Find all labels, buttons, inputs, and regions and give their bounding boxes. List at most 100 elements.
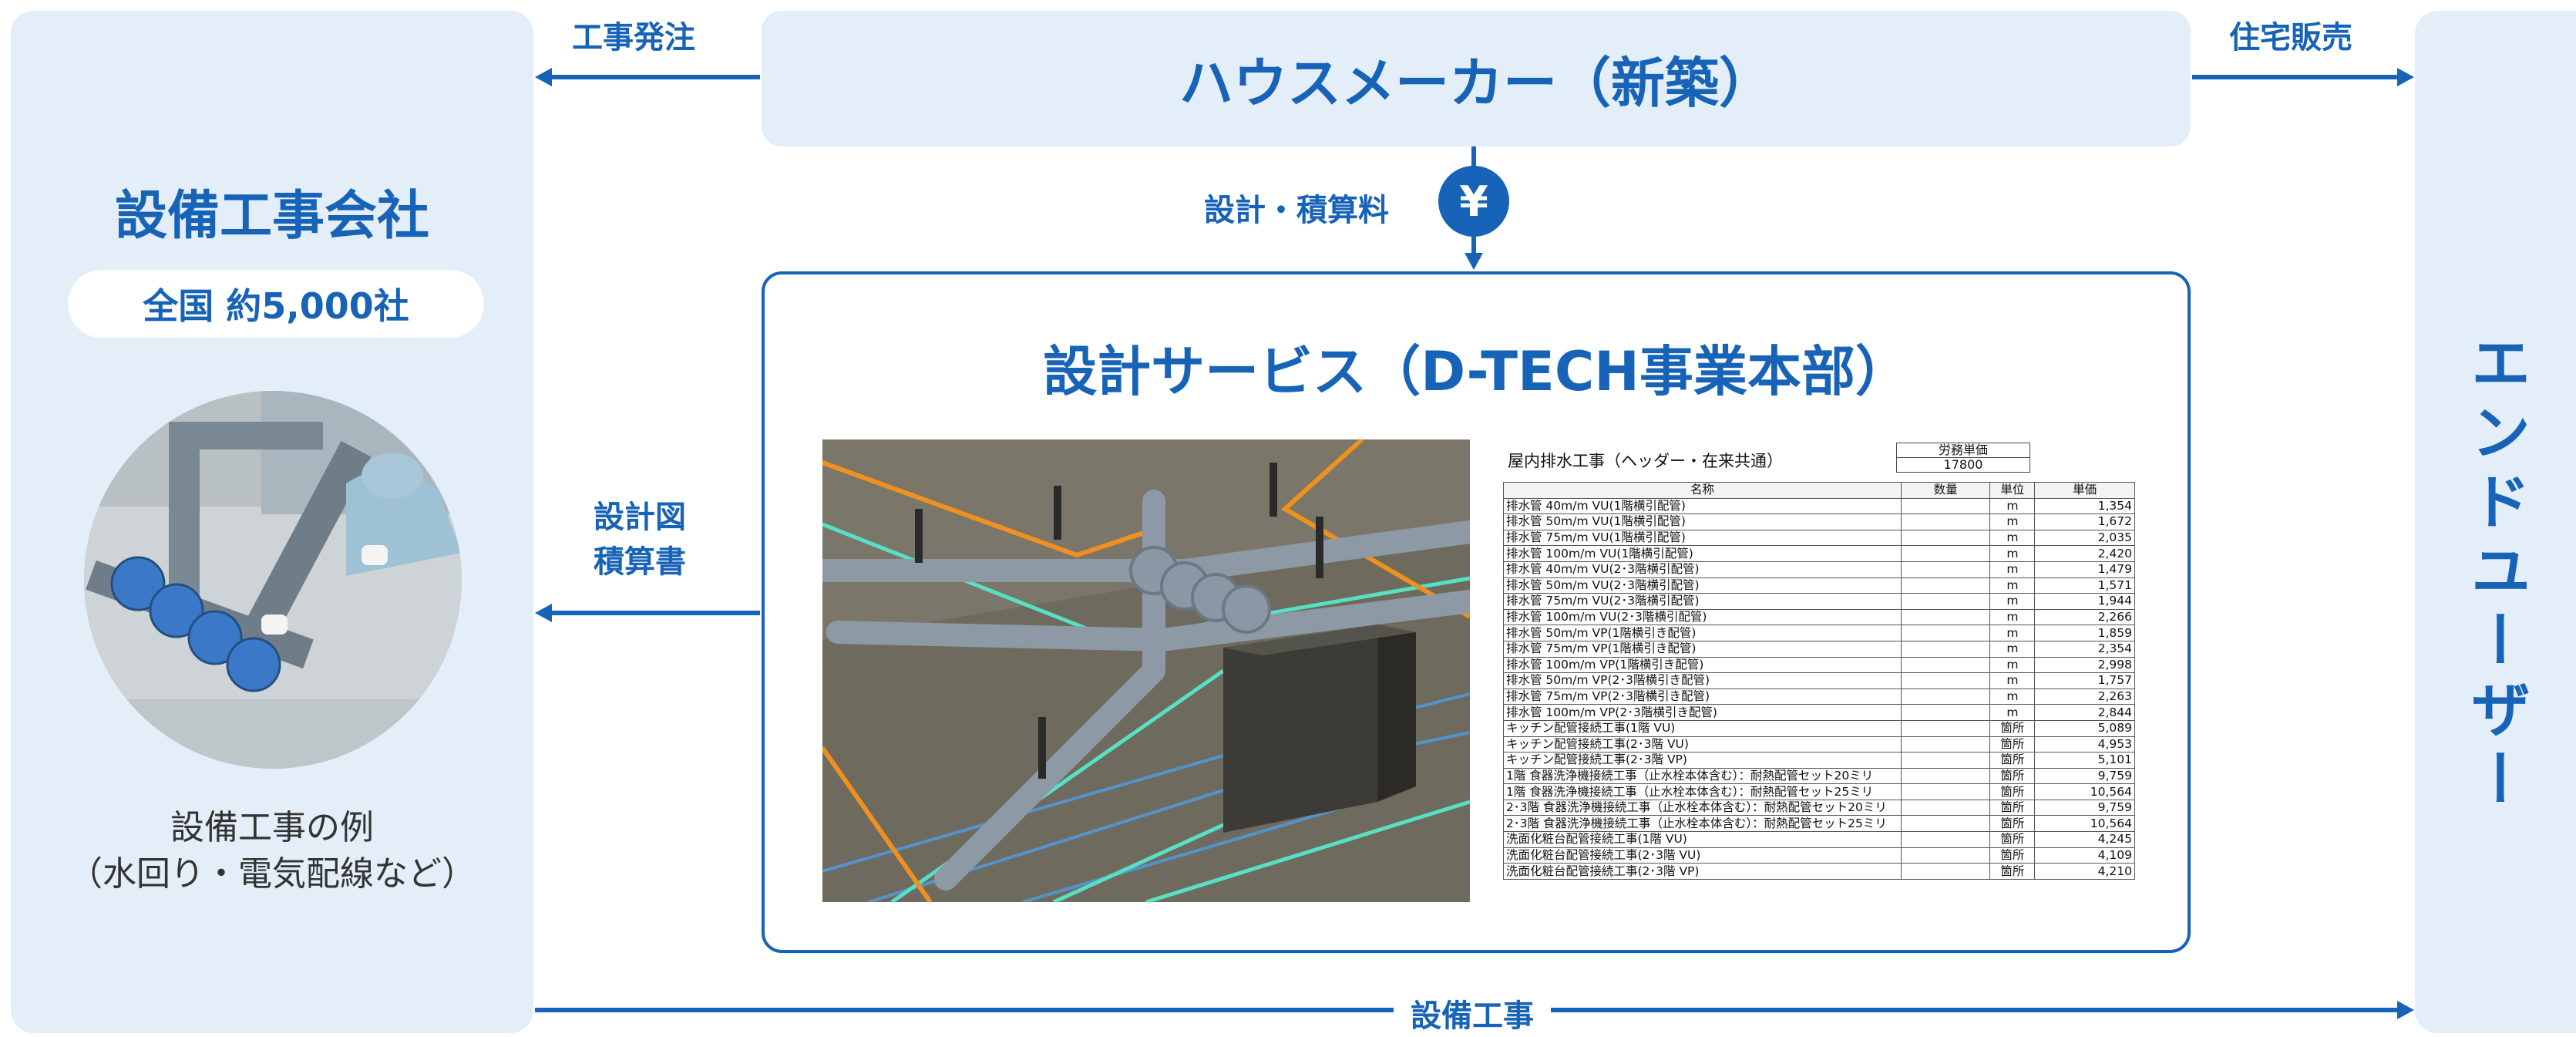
estimate-title: 屋内排水工事（ヘッダー・在来共通）	[1508, 452, 1783, 470]
table-cell	[1900, 577, 1991, 594]
table-cell	[1900, 863, 1991, 880]
table-cell: 排水管 100m/m VU(1階横引配管)	[1503, 545, 1902, 562]
table-cell: 排水管 75m/m VU(1階横引配管)	[1503, 529, 1902, 547]
table-cell: 排水管 75m/m VP(1階横引き配管)	[1503, 640, 1902, 658]
table-cell: 箇所	[1989, 767, 2036, 785]
table-cell: 2,998	[2034, 656, 2135, 674]
yen-icon: ¥	[1438, 166, 1509, 237]
table-cell: 2,035	[2034, 529, 2135, 547]
table-cell: 1階 食器洗浄機接続工事（止水栓本体含む）：耐熱配管セット20ミリ	[1503, 767, 1902, 785]
contractor-title: 設備工事会社	[114, 186, 429, 247]
table-cell: 箇所	[1989, 799, 2036, 816]
table-cell	[1900, 799, 1991, 816]
table-cell	[1900, 608, 1991, 626]
table-cell: 2,844	[2034, 704, 2135, 721]
table-cell	[1900, 736, 1991, 753]
table-cell: m	[1989, 529, 2036, 547]
table-cell: m	[1989, 688, 2036, 705]
estimate-header-cell: 単価	[2034, 482, 2135, 499]
cad-3d-piping-image	[822, 439, 1470, 902]
table-cell: 2,354	[2034, 640, 2135, 658]
table-cell: m	[1989, 608, 2036, 626]
table-cell: 2･3階 食器洗浄機接続工事（止水栓本体含む）：耐熱配管セット25ミリ	[1503, 815, 1902, 833]
table-cell	[1900, 783, 1991, 800]
table-cell: 排水管 75m/m VP(2･3階横引き配管)	[1503, 688, 1902, 705]
table-cell: 洗面化粧台配管接続工事(2･3階 VU)	[1503, 847, 1902, 864]
table-cell: キッチン配管接続工事(1階 VU)	[1503, 719, 1902, 737]
table-cell	[1900, 529, 1991, 547]
table-cell	[1900, 625, 1991, 641]
arrow-drawing-head	[535, 604, 552, 622]
table-cell: キッチン配管接続工事(2･3階 VU)	[1503, 736, 1902, 753]
table-cell: 4,210	[2034, 863, 2135, 880]
labor-rate-value: 17800	[1943, 457, 1983, 472]
estimate-header-row: 名称数量単位単価	[1503, 482, 2135, 499]
table-cell	[1900, 497, 1991, 515]
table-cell	[1900, 561, 1991, 578]
estimate-header-cell: 数量	[1900, 482, 1991, 499]
table-cell: 排水管 40m/m VU(2･3階横引配管)	[1503, 561, 1902, 578]
table-cell: 洗面化粧台配管接続工事(2･3階 VP)	[1503, 863, 1902, 880]
table-cell	[1900, 815, 1991, 833]
table-cell: m	[1989, 656, 2036, 674]
table-cell	[1900, 704, 1991, 721]
table-cell: 5,089	[2034, 719, 2135, 737]
labor-rate-label: 労務単価	[1897, 443, 2030, 458]
house-maker-box: ハウスメーカー（新築）	[762, 11, 2191, 146]
table-cell: 排水管 50m/m VP(2･3階横引き配管)	[1503, 672, 1902, 689]
table-cell: m	[1989, 704, 2036, 721]
end-user-title: エンドユーザー	[2460, 332, 2531, 817]
design-service-box: 設計サービス（D-TECH事業本部）	[762, 271, 2191, 953]
table-cell: m	[1989, 497, 2036, 515]
table-cell: 排水管 50m/m VP(1階横引き配管)	[1503, 625, 1902, 641]
table-cell: 排水管 100m/m VU(2･3階横引配管)	[1503, 608, 1902, 626]
construction-photo	[84, 391, 462, 769]
table-cell	[1900, 847, 1991, 864]
table-cell: m	[1989, 672, 2036, 689]
table-cell: 箇所	[1989, 783, 2036, 800]
table-cell: 1階 食器洗浄機接続工事（止水栓本体含む）：耐熱配管セット25ミリ	[1503, 783, 1902, 800]
table-cell: 洗面化粧台配管接続工事(1階 VU)	[1503, 831, 1902, 848]
design-service-title: 設計サービス（D-TECH事業本部）	[1043, 340, 1909, 403]
table-cell	[1900, 688, 1991, 705]
order-label: 工事発注	[572, 20, 695, 56]
table-cell	[1900, 767, 1991, 785]
table-cell	[1900, 719, 1991, 737]
table-cell: 10,564	[2034, 815, 2135, 833]
table-cell: m	[1989, 561, 2036, 578]
labor-rate-box: 労務単価 17800	[1896, 443, 2030, 473]
table-cell: m	[1989, 577, 2036, 594]
table-cell: 箇所	[1989, 863, 2036, 880]
table-cell: 1,944	[2034, 593, 2135, 610]
contractor-caption: 設備工事の例 （水回り・電気配線など）	[69, 808, 476, 894]
table-cell: 箇所	[1989, 831, 2036, 848]
table-cell: 10,564	[2034, 783, 2135, 800]
table-cell: m	[1989, 593, 2036, 610]
arrow-sales-head	[2397, 68, 2414, 86]
table-cell: 箇所	[1989, 719, 2036, 737]
table-cell: 5,101	[2034, 752, 2135, 769]
table-cell: 2,266	[2034, 608, 2135, 626]
equipment-work-label: 設備工事	[1394, 991, 1551, 1035]
arrow-work-head	[2397, 1001, 2414, 1019]
table-cell	[1900, 513, 1991, 530]
table-cell: 1,571	[2034, 577, 2135, 594]
estimate-sheet: 屋内排水工事（ヘッダー・在来共通） 労務単価 17800 名称数量単位単価 排水…	[1503, 443, 2135, 905]
table-cell: 4,953	[2034, 736, 2135, 753]
table-cell: 箇所	[1989, 847, 2036, 864]
estimate-header-cell: 単位	[1989, 482, 2036, 499]
table-cell: 1,354	[2034, 497, 2135, 515]
